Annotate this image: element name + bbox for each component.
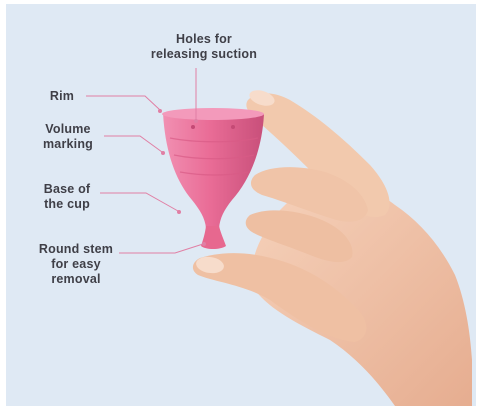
label-holes-for-releasing-suction: Holes for releasing suction: [138, 32, 270, 62]
rim-leader-line: [86, 96, 160, 110]
label-base-of-the-cup: Base of the cup: [36, 182, 98, 212]
label-rim: Rim: [40, 89, 84, 104]
volume-leader-line: [104, 136, 162, 152]
suction-hole-left: [191, 125, 195, 129]
label-round-stem: Round stem for easy removal: [34, 242, 118, 287]
stem-leader-line: [119, 244, 203, 253]
cup-rim: [162, 108, 264, 120]
base-leader-line: [100, 193, 178, 211]
label-volume-marking: Volume marking: [34, 122, 102, 152]
suction-hole-right: [231, 125, 235, 129]
cup-body: [163, 109, 264, 228]
